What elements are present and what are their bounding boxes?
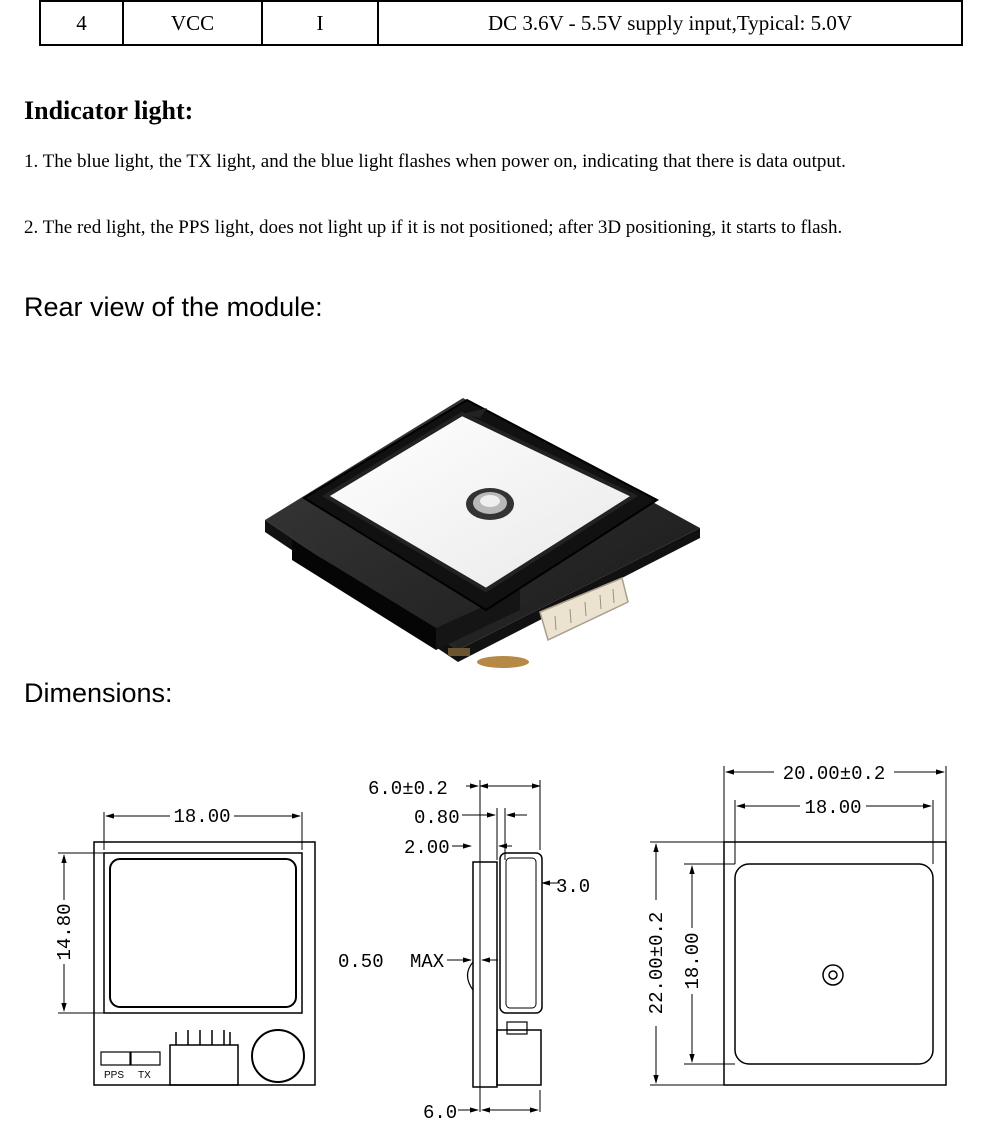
pin-number-cell: 4 xyxy=(39,0,124,46)
pin-direction-cell: I xyxy=(261,0,379,46)
front-height-label: 14.80 xyxy=(54,903,76,960)
rear-view-heading: Rear view of the module: xyxy=(24,292,323,322)
module-photo xyxy=(265,398,700,668)
indicator-heading: Indicator light: xyxy=(24,96,194,125)
top-inner-width-label: 18.00 xyxy=(804,797,861,819)
tx-label: TX xyxy=(138,1070,151,1081)
front-width-label: 18.00 xyxy=(173,806,230,828)
side-d2-label: 2.00 xyxy=(404,837,450,859)
side-d3-label: 3.0 xyxy=(556,876,590,898)
pin-description-cell: DC 3.6V - 5.5V supply input,Typical: 5.0… xyxy=(377,0,963,46)
side-max-label: MAX xyxy=(410,951,445,973)
top-outer-height-label: 22.00±0.2 xyxy=(646,912,668,1015)
side-d1-label: 0.80 xyxy=(414,807,460,829)
side-total-label: 6.0±0.2 xyxy=(368,778,448,800)
top-inner-height-label: 18.00 xyxy=(682,932,704,989)
dimensions-heading: Dimensions: xyxy=(24,678,173,708)
table-row: 4 VCC I DC 3.6V - 5.5V supply input,Typi… xyxy=(39,0,963,46)
indicator-item-2: 2. The red light, the PPS light, does no… xyxy=(24,217,843,238)
top-outer-width-label: 20.00±0.2 xyxy=(783,763,886,785)
side-bottom-label: 6.0 xyxy=(423,1102,457,1124)
pps-label: PPS xyxy=(104,1070,124,1081)
side-view-drawing xyxy=(447,780,560,1113)
pin-table: 4 VCC I DC 3.6V - 5.5V supply input,Typi… xyxy=(39,0,963,46)
front-view-drawing xyxy=(58,812,316,1086)
side-min-label: 0.50 xyxy=(338,951,384,973)
indicator-item-1: 1. The blue light, the TX light, and the… xyxy=(24,151,846,172)
pin-name-cell: VCC xyxy=(122,0,263,46)
top-view-drawing xyxy=(650,766,947,1086)
